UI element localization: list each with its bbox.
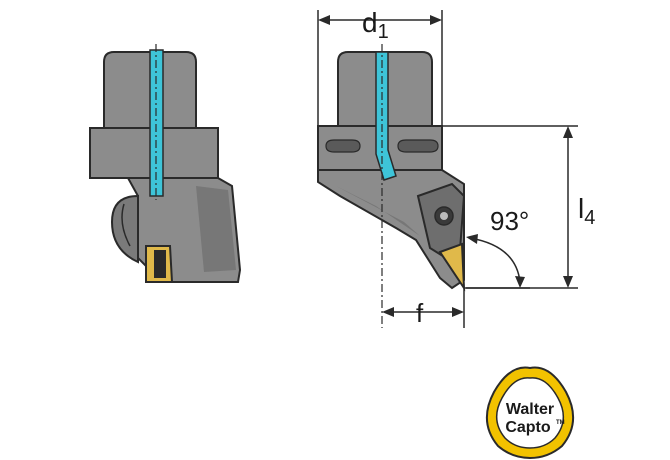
logo-trademark: TM: [556, 420, 565, 426]
l4-symbol: l: [578, 193, 584, 224]
front-coolant-channel: [375, 51, 397, 181]
angle-arc: [469, 237, 521, 283]
side-view: [89, 44, 242, 283]
l4-subscript: 4: [584, 207, 595, 229]
dimension-arrows: [318, 15, 573, 317]
logo-inner-field: [496, 377, 564, 449]
front-insert: [438, 242, 466, 292]
f-label: f: [416, 298, 424, 328]
l4-arrow-top: [563, 126, 573, 138]
l4-label: l4: [578, 193, 595, 229]
walter-capto-logo: Walter Capto TM: [486, 366, 574, 460]
side-clamp: [110, 194, 139, 264]
angle-label: 93°: [490, 206, 529, 236]
side-insert-seat: [154, 250, 166, 278]
d1-subscript: 1: [378, 21, 389, 43]
angle-value: 93: [490, 206, 519, 236]
dimension-lines: [317, 10, 578, 328]
d1-label: d1: [362, 7, 389, 43]
side-shade: [196, 186, 236, 272]
front-view: [317, 44, 466, 328]
logo-line2: Capto: [505, 419, 551, 436]
angle-unit: °: [519, 206, 529, 236]
side-clamp-detail: [121, 203, 131, 247]
f-arrow-right: [452, 307, 464, 317]
front-keyway-left: [325, 139, 361, 153]
angle-arrow-bottom: [515, 276, 525, 288]
f-arrow-left: [382, 307, 394, 317]
l4-arrow-bottom: [563, 276, 573, 288]
front-clamp-screw-head: [440, 212, 448, 220]
d1-arrow-left: [318, 15, 330, 25]
logo-line1: Walter: [506, 401, 554, 418]
front-keyway-right: [397, 139, 439, 153]
angle-arrow-top: [466, 234, 478, 244]
d1-symbol: d: [362, 7, 378, 38]
d1-arrow-right: [430, 15, 442, 25]
